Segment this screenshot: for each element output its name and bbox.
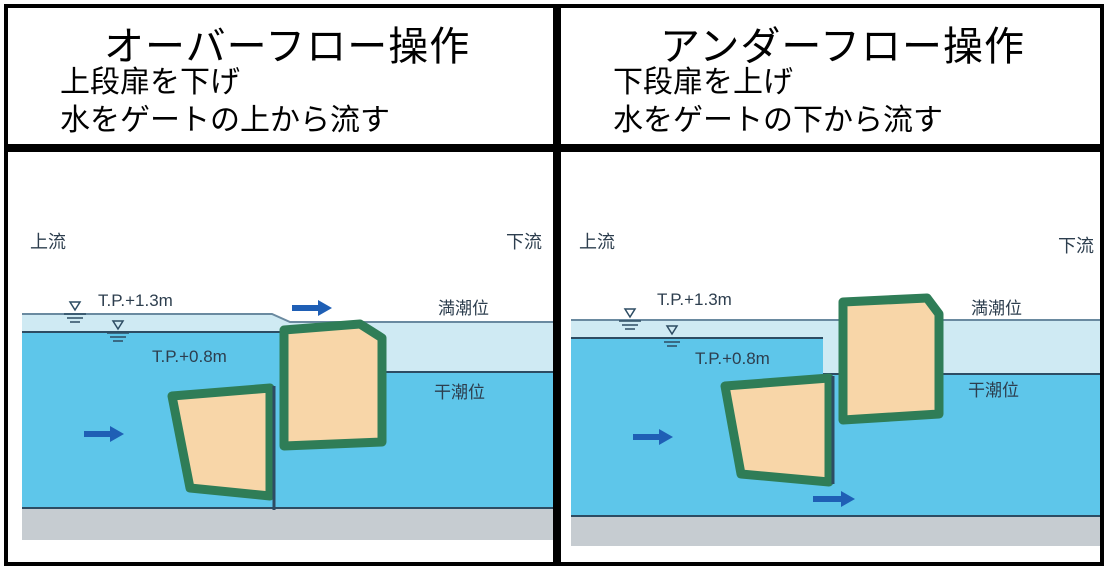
downstream-label: 下流 [1058,236,1094,256]
low-tide-label: 干潮位 [434,383,485,402]
high-tide-label: 満潮位 [971,299,1022,318]
underflow-desc-line1: 下段扉を上げ [613,65,793,100]
flow-arrow-top [292,300,332,316]
overflow-desc-line1: 上段扉を下げ [60,65,240,100]
lower-gate [167,383,275,501]
horizontal-divider [4,144,1104,152]
river-bed [22,508,553,540]
underflow-diagram: 上流 下流 T.P.+1.3m T.P.+0.8m 満潮位 干潮位 [571,232,1100,546]
underflow-title: アンダーフロー操作 [660,24,1025,70]
high-tide-label: 満潮位 [438,299,489,318]
river-bed [571,516,1100,546]
water-level-marker-high [619,308,641,330]
lower-gate [720,373,834,487]
flow-arrow-left [84,426,124,442]
overflow-desc-line2: 水をゲートの上から流す [60,103,390,138]
vertical-divider [553,4,561,566]
low-tide-label: 干潮位 [968,381,1019,400]
upper-gate [279,319,387,451]
overflow-diagram: 上流 下流 T.P.+1.3m T.P.+0.8m 満潮位 干潮位 [22,232,553,540]
flow-arrow-left [633,429,673,445]
level-high-label: T.P.+1.3m [98,291,173,310]
level-low-label: T.P.+0.8m [695,349,770,368]
water-level-marker-low [107,320,129,342]
underflow-desc-line2: 水をゲートの下から流す [613,103,943,138]
overflow-title: オーバーフロー操作 [104,24,471,70]
flow-arrow-bottom [813,491,855,507]
upstream-label-top: 上流 [30,232,66,252]
water-level-marker-high [64,301,86,323]
upstream-label-top: 上流 [579,232,615,252]
downstream-label: 下流 [506,232,542,252]
level-high-label: T.P.+1.3m [657,290,732,309]
upper-gate [838,293,944,425]
level-low-label: T.P.+0.8m [152,347,227,366]
water-level-marker-low [661,325,683,347]
